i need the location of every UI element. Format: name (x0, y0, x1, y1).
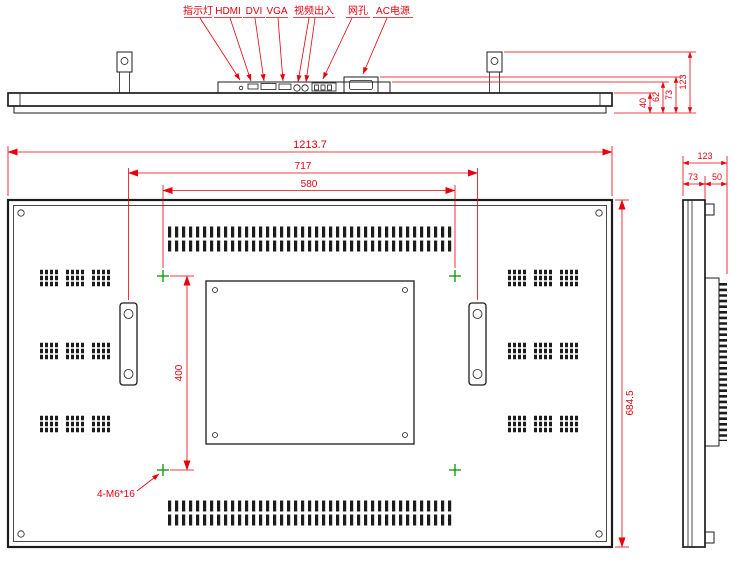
port-label-hdmi: HDMI (215, 6, 241, 17)
mounting-bracket-left (119, 302, 138, 386)
rear-panel (6, 198, 614, 549)
back-plate (205, 280, 415, 445)
port-label-lan: 网孔 (348, 5, 368, 17)
vesa-hole-marker-icon (157, 270, 169, 282)
top-view-extension-lines (380, 51, 696, 114)
side-view-body (682, 199, 727, 548)
bracket-hole-icon (123, 369, 134, 379)
hdmi-port-icon (247, 83, 259, 90)
screw-icon (212, 287, 218, 293)
port-label-indicator: 指示灯 (183, 4, 213, 17)
vesa-hole-marker-icon (157, 464, 169, 476)
vent-slots-bottom (168, 500, 452, 526)
ear-hole-icon (490, 57, 499, 65)
bracket-hole-icon (123, 309, 134, 319)
mounting-ear-right (486, 51, 503, 93)
screw-icon (402, 287, 408, 293)
side-bottom-tab (704, 531, 715, 544)
rear-view-dimensions: 1213.7 717 580 400 684.5 (7, 139, 636, 548)
mounting-ear-left (116, 51, 133, 93)
vesa-mounting-note: 4-M6*16 (97, 473, 160, 500)
vent-mesh-left (40, 269, 110, 433)
dvi-port-icon (260, 83, 277, 90)
vesa-note-text: 4-M6*16 (97, 489, 135, 500)
side-view: 123 73 50 (682, 151, 728, 548)
vga-port-icon (278, 83, 292, 90)
port-label-vga: VGA (266, 6, 287, 17)
screw-icon (17, 530, 25, 538)
top-view: 指示灯 HDMI DVI VGA 视频出入 网孔 AC电源 (7, 4, 696, 114)
bracket-hole-icon (472, 309, 483, 319)
indicator-led-icon (238, 85, 244, 91)
vent-slots-top (168, 226, 452, 252)
top-view-body (7, 92, 613, 114)
video-jack-icon (301, 84, 309, 92)
dim-side-overall-depth: 123 (697, 151, 712, 161)
dim-mid-depth: 62 (651, 92, 661, 102)
side-view-dimensions: 123 73 50 (682, 151, 728, 274)
side-top-tab (704, 203, 715, 216)
vesa-hole-marker-icon (449, 464, 461, 476)
screw-icon (402, 432, 408, 438)
lan-port-icon (311, 82, 337, 92)
port-label-ac: AC电源 (376, 4, 410, 17)
port-label-dvi: DVI (246, 6, 263, 17)
port-leader-lines (199, 17, 388, 83)
video-jack-icon (293, 84, 301, 92)
dim-overall-height: 684.5 (625, 390, 636, 415)
connector-panel (217, 76, 391, 94)
corner-screws (17, 209, 603, 538)
dim-vesa-height: 400 (174, 364, 185, 381)
dim-vesa-width: 580 (301, 179, 318, 190)
side-back-box (704, 277, 720, 447)
dim-bracket-span: 717 (295, 161, 312, 172)
rear-view: 1213.7 717 580 400 684.5 4-M6*16 (6, 139, 636, 549)
screw-icon (212, 432, 218, 438)
ac-inlet-icon (343, 76, 379, 94)
mounting-bracket-right (468, 302, 487, 386)
vesa-hole-marker-icon (449, 270, 461, 282)
ear-hole-icon (120, 57, 129, 65)
port-label-video-io: 视频出入 (294, 4, 334, 17)
screw-icon (17, 209, 25, 217)
vesa-hole-markers (157, 270, 461, 476)
dim-connector-depth: 73 (664, 90, 674, 100)
bracket-hole-icon (472, 369, 483, 379)
dim-body-depth: 40 (638, 98, 648, 108)
screw-icon (595, 530, 603, 538)
dim-overall-width: 1213.7 (293, 139, 327, 151)
top-view-dimensions: 40 62 73 123 (380, 51, 696, 114)
dim-side-rear-depth: 50 (712, 172, 722, 182)
port-labels: 指示灯 HDMI DVI VGA 视频出入 网孔 AC电源 (183, 4, 413, 83)
dim-side-front-depth: 73 (688, 172, 698, 182)
screw-icon (595, 209, 603, 217)
vent-mesh-right (508, 269, 578, 433)
dim-topview-overall-depth: 123 (678, 74, 688, 89)
